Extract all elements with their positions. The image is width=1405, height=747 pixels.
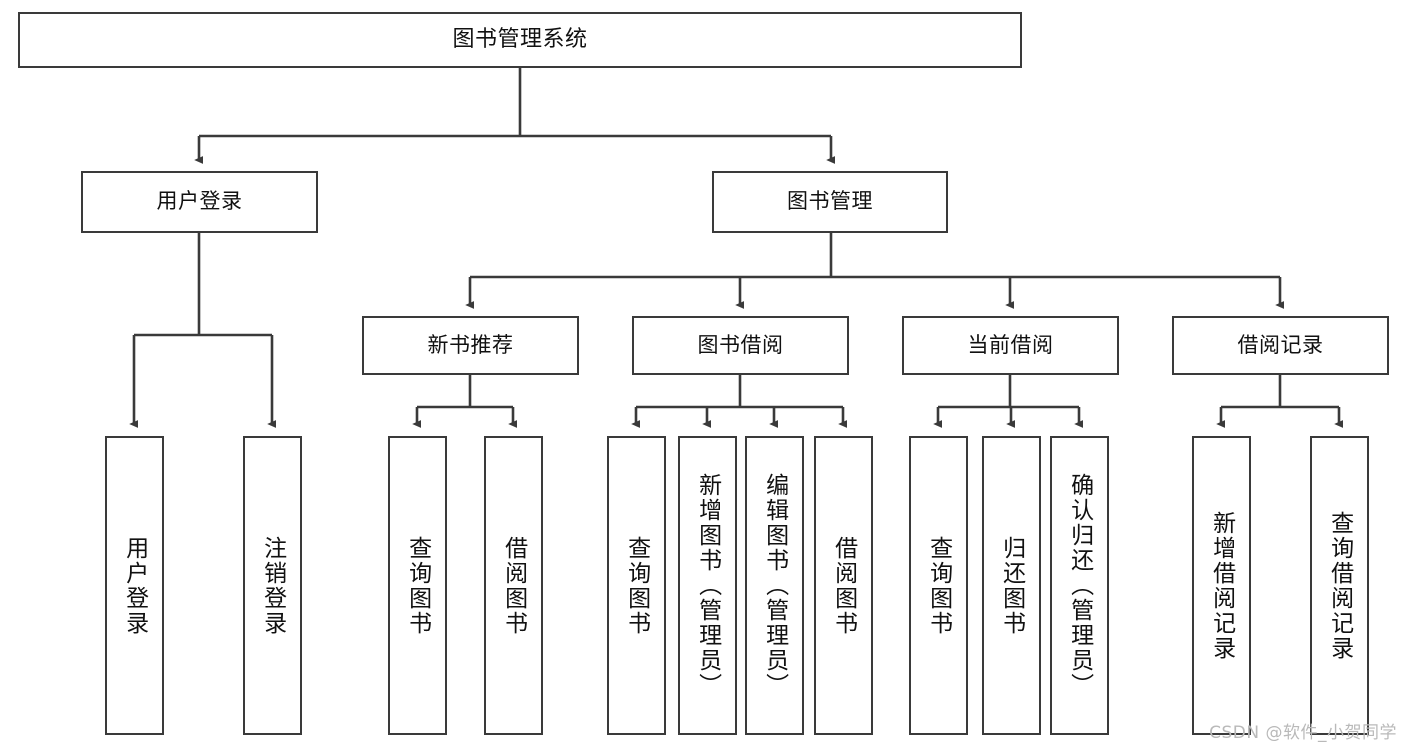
node-label: 编辑图书（管理员） (761, 473, 788, 698)
node-label: 归还图书 (998, 535, 1025, 636)
csdn-watermark: CSDN @软件_小贺同学 (1209, 723, 1397, 743)
node-label: 图书管理 (787, 189, 873, 214)
node-label: 借阅图书 (830, 535, 857, 636)
leaf-edit-book-admin[interactable]: 编辑图书（管理员） (745, 436, 804, 735)
node-label: 查询借阅记录 (1326, 510, 1353, 661)
node-label: 查询图书 (925, 535, 952, 636)
leaf-add-borrow-record[interactable]: 新增借阅记录 (1192, 436, 1251, 735)
node-current-borrow[interactable]: 当前借阅 (902, 316, 1119, 375)
node-new-book-recommend[interactable]: 新书推荐 (362, 316, 579, 375)
node-label: 当前借阅 (967, 332, 1054, 357)
node-book-borrow[interactable]: 图书借阅 (632, 316, 849, 375)
leaf-query-book-3[interactable]: 查询图书 (909, 436, 968, 735)
node-root-system[interactable]: 图书管理系统 (18, 12, 1022, 68)
node-label: 图书借阅 (697, 332, 784, 357)
node-borrow-record[interactable]: 借阅记录 (1172, 316, 1389, 375)
node-label: 用户登录 (121, 535, 148, 636)
node-label: 借阅记录 (1237, 332, 1324, 357)
node-label: 查询图书 (623, 535, 650, 636)
node-label: 查询图书 (404, 535, 431, 636)
leaf-add-book-admin[interactable]: 新增图书（管理员） (678, 436, 737, 735)
node-label: 确认归还（管理员） (1066, 473, 1093, 698)
node-label: 新书推荐 (427, 332, 514, 357)
leaf-user-logout[interactable]: 注销登录 (243, 436, 302, 735)
node-label: 新增图书（管理员） (694, 473, 721, 698)
leaf-borrow-book-2[interactable]: 借阅图书 (814, 436, 873, 735)
leaf-query-borrow-record[interactable]: 查询借阅记录 (1310, 436, 1369, 735)
node-label: 用户登录 (156, 189, 243, 214)
node-user-login[interactable]: 用户登录 (81, 171, 318, 233)
leaf-return-book[interactable]: 归还图书 (982, 436, 1041, 735)
node-label: 图书管理系统 (452, 26, 588, 52)
node-label: 借阅图书 (500, 535, 527, 636)
leaf-confirm-return-admin[interactable]: 确认归还（管理员） (1050, 436, 1109, 735)
node-label: 新增借阅记录 (1208, 510, 1235, 661)
leaf-query-book-2[interactable]: 查询图书 (607, 436, 666, 735)
node-book-manage[interactable]: 图书管理 (712, 171, 948, 233)
leaf-user-login[interactable]: 用户登录 (105, 436, 164, 735)
leaf-query-book-1[interactable]: 查询图书 (388, 436, 447, 735)
node-label: 注销登录 (259, 535, 286, 636)
leaf-borrow-book-1[interactable]: 借阅图书 (484, 436, 543, 735)
